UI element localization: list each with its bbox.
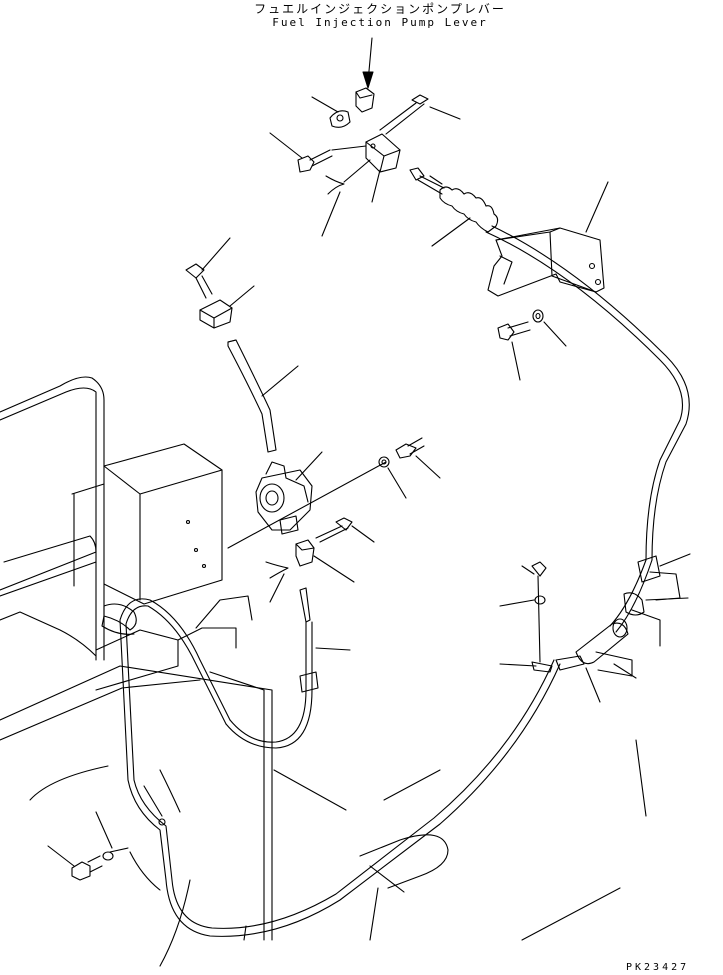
callout-arrow <box>363 38 373 88</box>
clamp-bolt <box>270 133 366 172</box>
link-block <box>296 540 354 582</box>
control-cable <box>120 588 560 936</box>
clip <box>266 562 288 602</box>
governor-body <box>256 452 322 534</box>
callout-label-en: Fuel Injection Pump Lever <box>272 16 488 29</box>
pin-bolt <box>380 95 460 134</box>
cable-clamp <box>500 562 552 672</box>
cable-end-rod <box>410 168 444 194</box>
cable-boot <box>432 187 498 246</box>
support-bracket <box>488 182 608 296</box>
link-bolt <box>316 518 374 542</box>
cotter-pin <box>322 160 370 236</box>
bottom-bolt <box>48 812 128 880</box>
bracket-bolt <box>498 322 530 380</box>
frame <box>0 377 646 966</box>
knob-bolt <box>186 238 230 298</box>
callout-label-jp: フュエルインジェクションポンプレバー <box>254 2 506 16</box>
reference-code: PK23427 <box>626 962 690 973</box>
knob-clip <box>200 286 254 328</box>
cable-clamps-right <box>624 554 690 646</box>
lever-bracket <box>366 134 400 202</box>
washer <box>533 310 566 346</box>
governor-axis-line <box>228 462 386 548</box>
control-rod <box>228 340 298 452</box>
governor-bolt <box>396 438 440 478</box>
cable-sleeve <box>556 619 636 702</box>
lever-clamp <box>312 88 374 127</box>
right-cable <box>486 226 689 632</box>
